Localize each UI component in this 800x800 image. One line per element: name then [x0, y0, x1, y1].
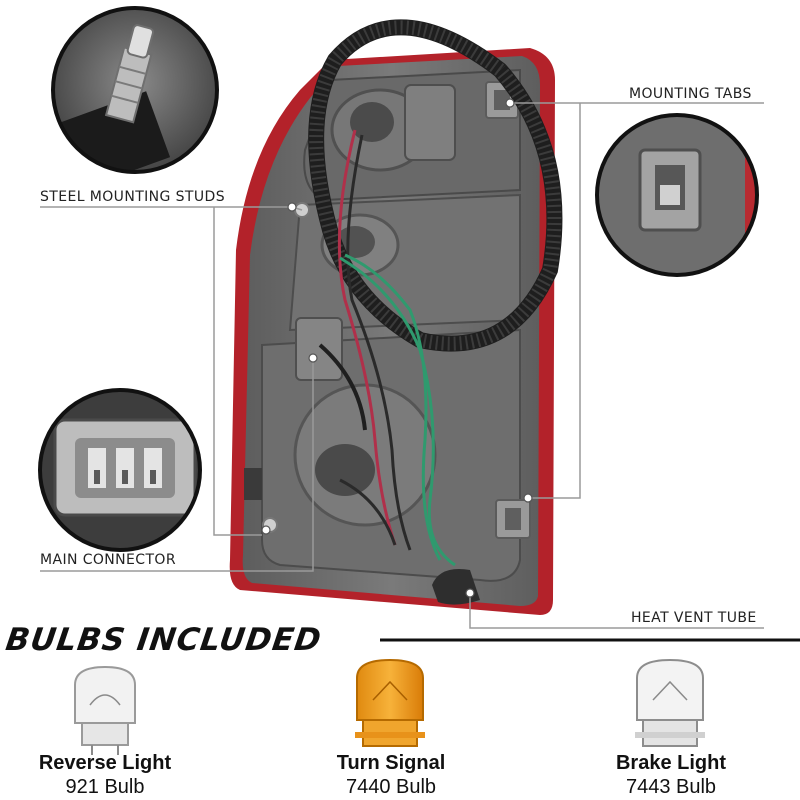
bulb-name: Brake Light — [615, 752, 727, 774]
zoom-circle-connector — [38, 388, 202, 552]
callout-leader-lines — [40, 102, 764, 629]
bulb-label-reverse-light: Reverse Light 921 Bulb — [10, 752, 200, 799]
bulb-name: Turn Signal — [336, 752, 446, 774]
zoom-circle-mounting-tab — [595, 113, 759, 277]
bulb-name: Reverse Light — [38, 752, 172, 774]
reverse-light-bulb-image — [74, 665, 136, 755]
bulb-type: 7443 Bulb — [625, 776, 717, 798]
callout-heat-vent-tube: HEAT VENT TUBE — [631, 610, 757, 626]
bulb-type: 921 Bulb — [65, 776, 145, 798]
bulb-label-turn-signal: Turn Signal 7440 Bulb — [296, 752, 486, 799]
callout-steel-mounting-studs: STEEL MOUNTING STUDS — [40, 189, 226, 205]
bulb-type: 7440 Bulb — [345, 776, 437, 798]
bulb-label-brake-light: Brake Light 7443 Bulb — [576, 752, 766, 799]
callout-dots — [261, 98, 533, 598]
brake-light-bulb-image — [635, 658, 705, 747]
wiring-harness — [308, 19, 563, 567]
callout-mounting-tabs: MOUNTING TABS — [629, 86, 752, 102]
zoom-circle-stud — [51, 6, 219, 174]
bulbs-included-heading: BULBS INCLUDED — [3, 622, 324, 658]
turn-signal-bulb-image — [355, 658, 425, 747]
callout-main-connector: MAIN CONNECTOR — [40, 552, 176, 568]
